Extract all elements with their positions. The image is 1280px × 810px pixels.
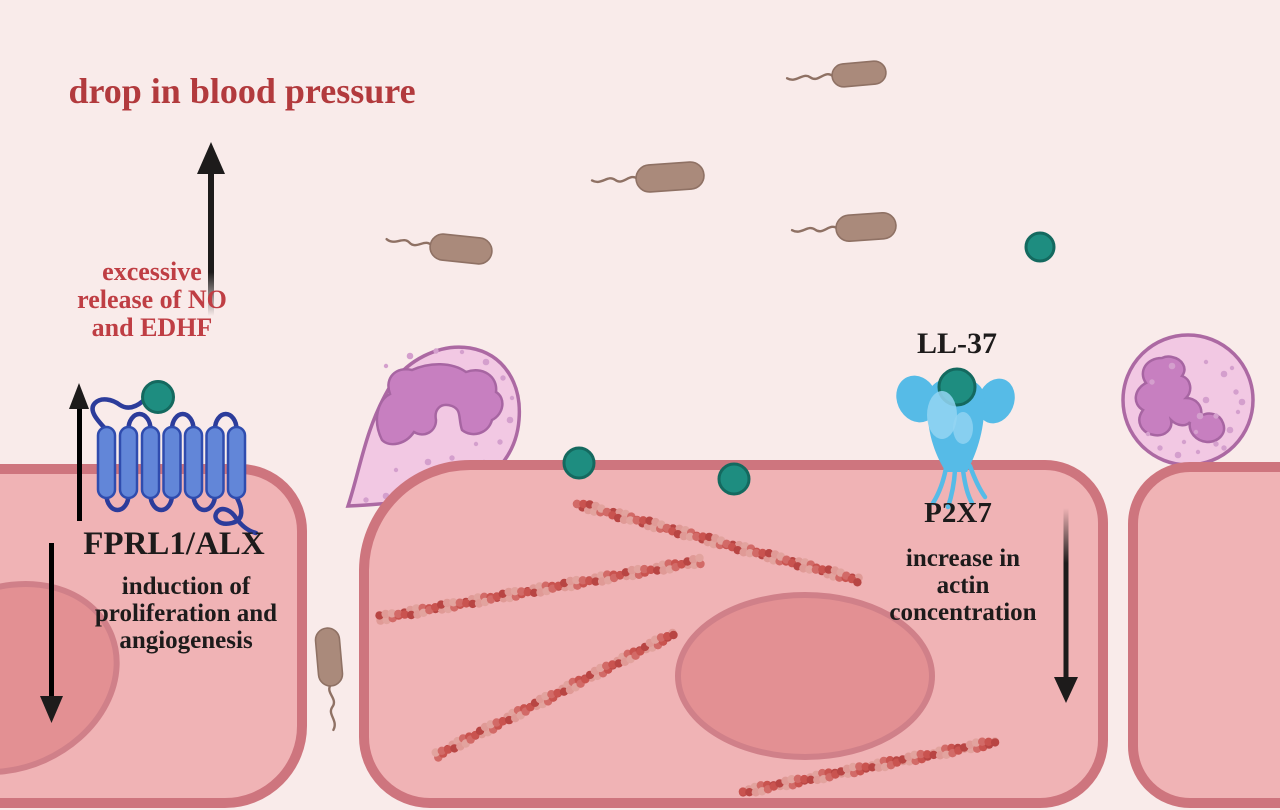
cell-right bbox=[1128, 462, 1280, 808]
bacterium bbox=[785, 60, 887, 88]
label-actin-concentration: increase in actin concentration bbox=[889, 545, 1036, 626]
actin-filament bbox=[572, 499, 863, 587]
neutrophil-left-nucleus bbox=[375, 363, 504, 446]
arrow-down-actin bbox=[1054, 508, 1078, 703]
label-no-edhf-line3: and EDHF bbox=[91, 313, 213, 343]
bacterium bbox=[590, 161, 705, 193]
actin-filament bbox=[738, 737, 1000, 797]
neutrophil-right bbox=[1121, 333, 1255, 467]
ll37-peptide bbox=[562, 446, 596, 480]
fprl1-alx-receptor bbox=[90, 380, 259, 536]
p2x7-receptor bbox=[896, 367, 1015, 510]
fprl1-c-terminus bbox=[213, 494, 259, 536]
label-proliferation-line2: proliferation and bbox=[94, 600, 278, 627]
arrow-up-blood-pressure bbox=[197, 142, 225, 316]
actin-filaments bbox=[375, 499, 1000, 797]
label-fprl1-alx: FPRL1/ALX bbox=[83, 526, 265, 562]
label-p2x7: P2X7 bbox=[924, 497, 992, 529]
label-proliferation-line1: induction of bbox=[121, 573, 251, 600]
label-no-edhf: excessive release of NO and EDHF bbox=[77, 257, 227, 343]
label-actin-line2: actin bbox=[936, 572, 990, 599]
actin-filament bbox=[431, 628, 678, 762]
neutrophil-right-nucleus bbox=[1134, 355, 1226, 444]
bacterium bbox=[314, 627, 344, 732]
bacterium bbox=[790, 212, 897, 242]
arrow-down-proliferation bbox=[40, 543, 63, 723]
label-actin-line1: increase in bbox=[905, 545, 1021, 572]
label-no-edhf-line1: excessive bbox=[102, 257, 202, 286]
actin-filament bbox=[375, 553, 705, 625]
bacterium bbox=[385, 233, 493, 265]
arrow-up-no-edhf bbox=[69, 383, 89, 521]
ll37-peptide bbox=[717, 462, 751, 496]
neutrophil-right-granules bbox=[1145, 359, 1246, 459]
fprl1-n-terminus bbox=[90, 397, 146, 433]
ll37-peptide bbox=[1024, 231, 1056, 263]
label-proliferation-line3: angiogenesis bbox=[119, 627, 253, 654]
label-actin-line3: concentration bbox=[889, 599, 1037, 626]
cell-left-nucleus bbox=[0, 581, 120, 775]
label-ll37: LL-37 bbox=[916, 327, 998, 360]
ll37-peptide-bound-fprl1 bbox=[141, 380, 175, 414]
title-drop-in-blood-pressure: drop in blood pressure bbox=[68, 71, 416, 111]
label-no-edhf-line2: release of NO bbox=[77, 285, 227, 315]
label-proliferation-angiogenesis: induction of proliferation and angiogene… bbox=[95, 573, 277, 654]
cell-middle-nucleus bbox=[675, 592, 935, 760]
